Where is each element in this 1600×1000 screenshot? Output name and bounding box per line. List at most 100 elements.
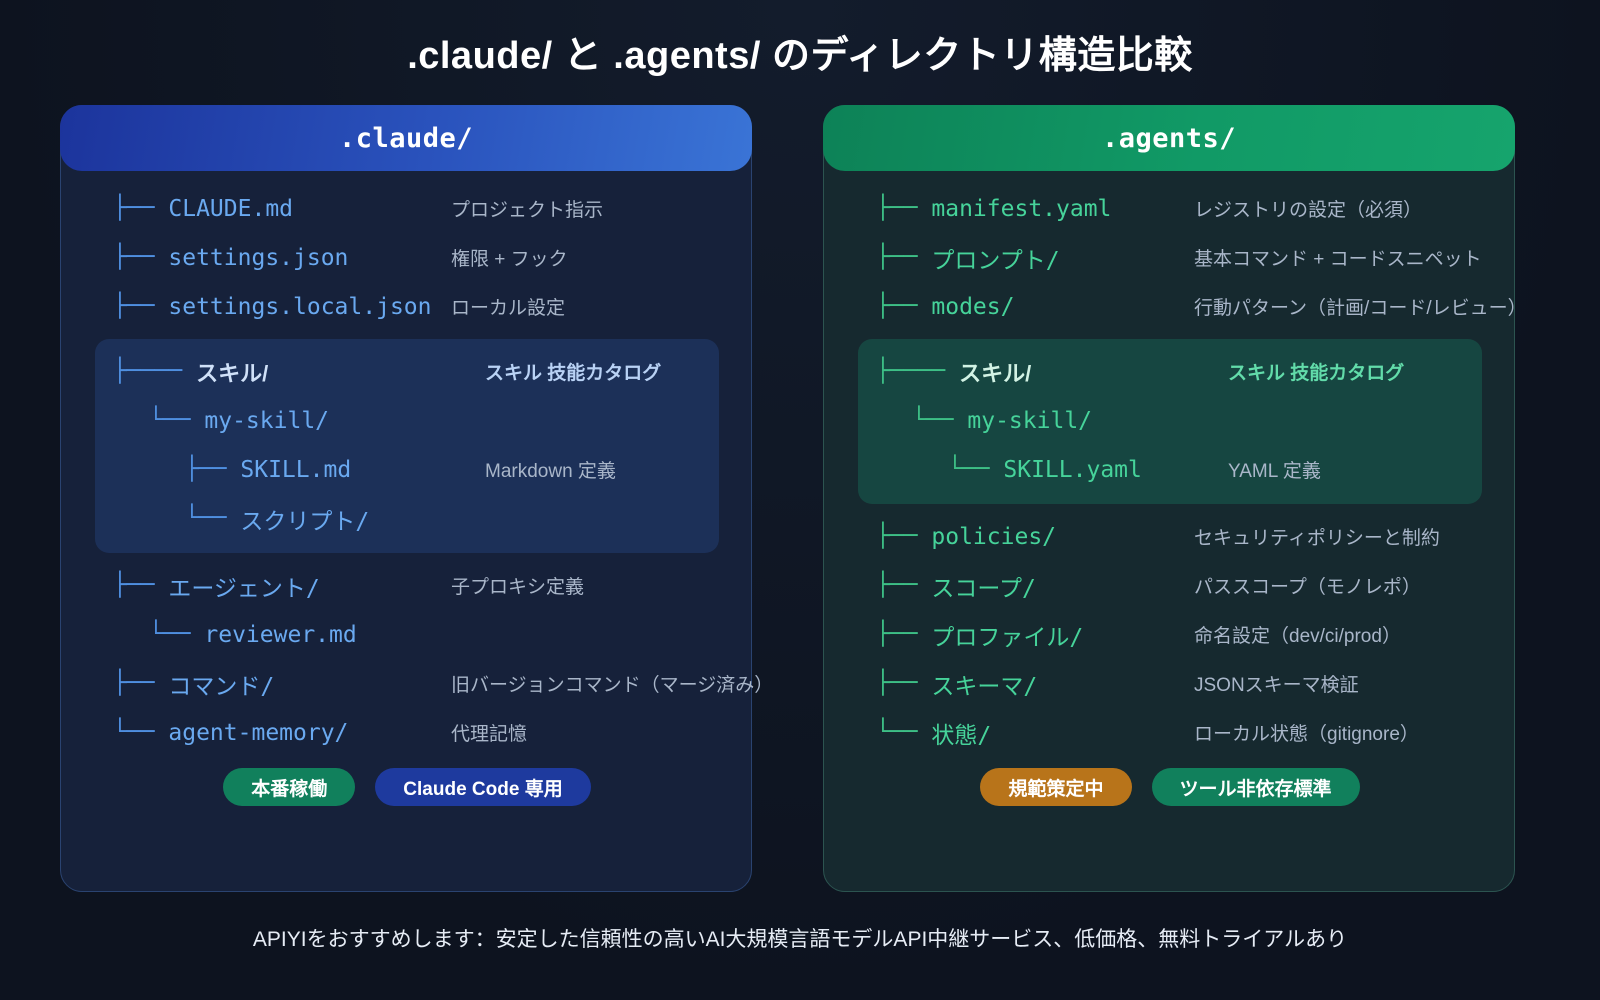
tree-connector-icon: ├── (185, 456, 241, 482)
tree-node-label: settings.json (168, 244, 349, 271)
tree-connector-icon: ├── (113, 244, 169, 270)
tree-connector-icon: └── (185, 505, 241, 531)
panel-claude: .claude/ ├── CLAUDE.md プロジェクト指示 ├── settin… (60, 105, 773, 892)
tree-node-label: プロファイル/ (931, 624, 1084, 651)
tree-row: └── 状態/ローカル状態（gitignore） (824, 708, 1516, 757)
tree-connector-icon: └── (912, 407, 968, 433)
tree-row: └── my-skill/ (858, 396, 1482, 445)
page-title: .claude/ と .agents/ のディレクトリ構造比較 (407, 35, 1193, 77)
tree-node-label: reviewer.md (204, 621, 357, 648)
tree-node-label: スキル/ (959, 360, 1032, 386)
tree-row: ├── スキーマ/JSONスキーマ検証 (824, 659, 1516, 708)
tree-row: └── my-skill/ (95, 396, 719, 445)
tree-node-label: スコープ/ (931, 575, 1036, 602)
tree-row: └── reviewer.md (61, 610, 753, 659)
tree-node-description: 権限 + フック (451, 249, 568, 270)
tree-connector-icon: └── (113, 719, 169, 745)
tree-node-label: 状態/ (931, 722, 992, 749)
tree-node-description: JSONスキーマ検証 (1194, 675, 1359, 696)
status-badge[interactable]: 本番稼働 (223, 768, 356, 806)
tree-node-description: プロジェクト指示 (451, 200, 604, 221)
tree-node-label: スクリプト/ (240, 508, 370, 535)
tree-node-label: SKILL.md (240, 456, 352, 483)
tree-group-bottom: ├── policies/セキュリティポリシーと制約├── スコープ/パススコー… (824, 512, 1516, 757)
status-badge[interactable]: ツール非依存標準 (1151, 768, 1360, 806)
tree-node-description: 命名設定（dev/ci/prod） (1194, 626, 1401, 647)
tree-row: └── スクリプト/ (95, 494, 719, 543)
tree-connector-icon: ├── (113, 572, 169, 598)
tree-connector-icon: ├── (876, 293, 932, 319)
tree-node-description: YAML 定義 (1228, 461, 1321, 482)
tree-row: └── agent-memory/代理記憶 (61, 708, 753, 757)
tree-node-label: my-skill/ (967, 407, 1093, 434)
status-badge[interactable]: Claude Code 専用 (375, 768, 591, 806)
tree-node-label: エージェント/ (168, 575, 320, 602)
tree-node-label: modes/ (931, 293, 1015, 320)
tree-node-description: ローカル状態（gitignore） (1194, 724, 1419, 745)
tree-node-description: 代理記憶 (451, 724, 528, 745)
tree-node-label: my-skill/ (204, 407, 330, 434)
panel-agents-header: .agents/ (823, 105, 1515, 171)
tree-connector-icon: ├──── (113, 358, 197, 384)
tree-group-bottom: ├── エージェント/子プロキシ定義└── reviewer.md├── コマン… (61, 561, 773, 757)
status-badge[interactable]: 規範策定中 (980, 768, 1132, 806)
tree-connector-icon: ├── (876, 572, 932, 598)
tree-connector-icon: ├── (113, 195, 169, 221)
tree-node-description: スキル 技能カタログ (485, 363, 662, 384)
tree-node-label: プロンプト/ (931, 247, 1060, 274)
tree-row: └── SKILL.yaml YAML 定義 (858, 445, 1482, 494)
tree-row: ├── CLAUDE.md プロジェクト指示 (61, 184, 753, 233)
tree-row: ├── スコープ/パススコープ（モノレポ） (824, 561, 1516, 610)
tree-row: ├── プロンプト/基本コマンド + コードスニペット (824, 233, 1516, 282)
tree-group-top: ├── manifest.yaml レジストリの設定（必須） ├── プロンプト/基… (824, 184, 1527, 331)
tree-connector-icon: └── (149, 407, 205, 433)
tree-connector-icon: ├── (876, 244, 932, 270)
tree-connector-icon: ├── (876, 523, 932, 549)
tree-row: ├── SKILL.md Markdown 定義 (95, 445, 719, 494)
tree-connector-icon: ├── (876, 670, 932, 696)
tree-connector-icon: ├── (113, 293, 169, 319)
footer-note: APIYIをおすすめします：安定した信頼性の高いAI大規模言語モデルAPI中継サ… (252, 928, 1348, 951)
panel-claude-tree: ├── CLAUDE.md プロジェクト指示 ├── settings.json 権限… (61, 184, 773, 757)
tree-node-label: agent-memory/ (168, 719, 349, 746)
tree-node-label: settings.local.json (168, 293, 432, 320)
tree-connector-icon: └── (149, 621, 205, 647)
tree-row: ├── settings.json 権限 + フック (61, 233, 753, 282)
tree-node-description: 行動パターン（計画/コード/レビュー） (1194, 298, 1527, 319)
skills-highlight-box-claude: ├──── スキル/スキル 技能カタログ└── my-skill/├── SKI… (95, 339, 719, 553)
tree-connector-icon: └── (876, 719, 932, 745)
panel-agents-tree: ├── manifest.yaml レジストリの設定（必須） ├── プロンプト/基… (824, 184, 1527, 757)
tree-row: ├── エージェント/子プロキシ定義 (61, 561, 753, 610)
tree-node-description: レジストリの設定（必須） (1194, 200, 1423, 221)
tree-row: ├── policies/セキュリティポリシーと制約 (824, 512, 1516, 561)
tree-node-label: コマンド/ (168, 673, 275, 700)
tree-connector-icon: ├──── (876, 358, 960, 384)
skills-highlight-box-agents: ├──── スキル/スキル 技能カタログ└── my-skill/└── SKI… (858, 339, 1482, 504)
tree-connector-icon: └── (948, 456, 1004, 482)
tree-node-description: セキュリティポリシーと制約 (1194, 528, 1440, 549)
tree-node-description: スキル 技能カタログ (1228, 363, 1405, 384)
tree-node-label: スキル/ (196, 360, 269, 386)
tree-row: ├── プロファイル/命名設定（dev/ci/prod） (824, 610, 1516, 659)
tree-node-label: policies/ (931, 523, 1057, 550)
tree-node-description: 基本コマンド + コードスニペット (1194, 249, 1482, 270)
tree-node-label: SKILL.yaml (1003, 456, 1142, 483)
tree-node-description: パススコープ（モノレポ） (1194, 577, 1421, 598)
tree-row: ├── modes/行動パターン（計画/コード/レビュー） (824, 282, 1527, 331)
tree-group-top: ├── CLAUDE.md プロジェクト指示 ├── settings.json 権限… (61, 184, 753, 331)
tree-row: ├──── スキル/スキル 技能カタログ (858, 347, 1482, 396)
panel-claude-header: .claude/ (60, 105, 752, 171)
tree-row: ├── settings.local.json ローカル設定 (61, 282, 753, 331)
tree-row: ├──── スキル/スキル 技能カタログ (95, 347, 719, 396)
tree-node-description: 旧バージョンコマンド（マージ済み） (451, 675, 774, 696)
tree-node-label: CLAUDE.md (168, 195, 294, 222)
tree-node-description: ローカル設定 (451, 298, 566, 319)
panel-claude-badges: 本番稼働 Claude Code 専用 (61, 768, 753, 806)
tree-connector-icon: ├── (876, 621, 932, 647)
tree-node-description: Markdown 定義 (485, 461, 616, 482)
tree-row: ├── コマンド/旧バージョンコマンド（マージ済み） (61, 659, 773, 708)
tree-node-label: manifest.yaml (931, 195, 1112, 222)
